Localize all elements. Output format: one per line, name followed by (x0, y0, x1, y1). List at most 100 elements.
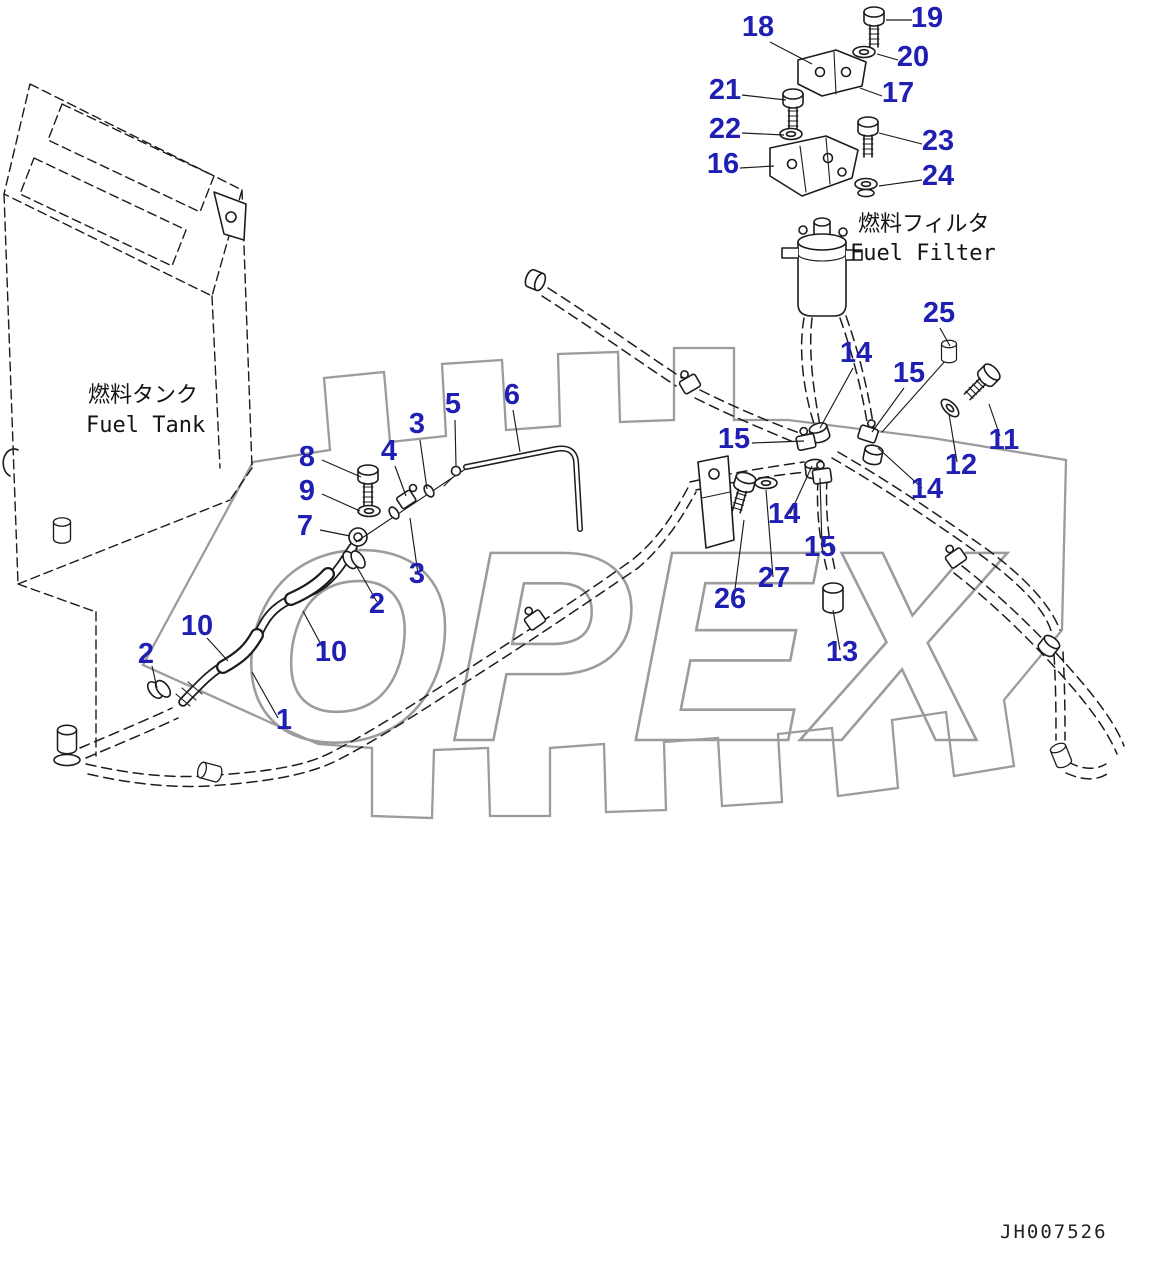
tank-hook (2, 448, 19, 477)
callout-14-b: 14 (911, 473, 943, 505)
hose-elbow-top (522, 267, 549, 293)
fitting-cluster (697, 339, 1004, 614)
callout-16: 16 (707, 148, 739, 180)
callout-4: 4 (381, 435, 397, 467)
hose-fitting-bottom-right (1048, 740, 1074, 771)
part-washer-12 (937, 395, 963, 421)
callout-5: 5 (445, 388, 461, 420)
callout-23: 23 (922, 125, 954, 157)
callout-15-b: 15 (718, 423, 750, 455)
hose-clamp-upper (674, 366, 703, 396)
callout-26: 26 (714, 583, 746, 615)
filter-upper-bracket-fold (833, 51, 837, 95)
hose-filter-drops (800, 315, 875, 431)
hose-run-right (831, 451, 1111, 780)
callout-18: 18 (742, 11, 774, 43)
callout-2-a: 2 (369, 588, 385, 620)
hose-fitting-bottom-left (195, 760, 225, 784)
fuel-tank-label-en: Fuel Tank (86, 413, 205, 438)
callout-15-c: 15 (804, 531, 836, 563)
filter-lower-bracket-hole-1 (786, 158, 798, 170)
tank-cap-fitting (52, 517, 72, 544)
callout-24: 24 (922, 160, 954, 192)
filter-top-ring-left (798, 225, 808, 235)
part-fitting-7 (348, 527, 368, 547)
part-clamp-15-a (856, 416, 882, 445)
part-washer-20 (852, 45, 876, 59)
part-callouts: 18 19 20 21 17 22 23 16 24 25 14 15 15 1… (138, 2, 1019, 736)
fuel-tank-outline (2, 83, 253, 767)
hose-10-b-inner (286, 569, 333, 604)
callout-10-a: 10 (181, 610, 213, 642)
callout-2-b: 2 (138, 638, 154, 670)
part-nut-24-ring (857, 188, 875, 198)
filter-canister-top (797, 233, 847, 251)
callout-22: 22 (709, 113, 741, 145)
fuel-pipe-assembly (144, 445, 583, 707)
callout-12: 12 (945, 449, 977, 481)
filter-top-port-cap (813, 217, 831, 227)
callout-20: 20 (897, 41, 929, 73)
fuel-tank-label-jp: 燃料タンク (88, 383, 198, 408)
tank-drain-fitting (56, 724, 78, 755)
filter-upper-bracket (797, 49, 867, 97)
filter-lower-bracket (769, 135, 859, 197)
tank-body-edges (3, 189, 253, 757)
watermark: OPEX (141, 346, 1068, 820)
mount-axis-line (881, 359, 947, 433)
callout-9: 9 (299, 475, 315, 507)
hose-10-a-inner (218, 630, 262, 672)
callout-27: 27 (758, 562, 790, 594)
callout-21: 21 (709, 74, 741, 106)
callout-11: 11 (989, 424, 1020, 456)
filter-lower-bracket-hole-3 (837, 167, 847, 177)
callout-3-a: 3 (409, 408, 425, 440)
part-clamp-4 (395, 489, 417, 510)
part-clamp-4-bolt (408, 483, 418, 493)
hose-bracket-26 (697, 455, 735, 549)
filter-top-ring-right (838, 227, 848, 237)
filter-nipple-right (845, 249, 863, 261)
callout-15-a: 15 (893, 357, 925, 389)
pipe-thread-ticks (175, 681, 203, 707)
callout-17: 17 (882, 77, 914, 109)
part-washer-22 (779, 127, 803, 141)
hose-bracket-26-hole (708, 468, 720, 480)
tank-drain-flange (53, 753, 81, 767)
part-bolt-11 (959, 360, 1004, 405)
callout-10-b: 10 (315, 636, 347, 668)
filter-nipple-left (781, 247, 799, 259)
part-plug-5 (450, 465, 462, 477)
callout-25: 25 (923, 297, 955, 329)
hose-upper-feed (541, 287, 803, 445)
pipe-6-inner (464, 447, 582, 531)
tank-access-panel-2 (19, 157, 187, 267)
drawing-number: JH007526 (1000, 1221, 1108, 1243)
leader-lines (151, 19, 1001, 719)
part-elbow-14-b (861, 442, 885, 467)
part-ring-3-a (388, 506, 400, 520)
filter-canister-body (797, 241, 847, 317)
part-washer-24 (854, 177, 878, 191)
callout-19: 19 (911, 2, 943, 34)
callout-13: 13 (826, 636, 858, 668)
callout-6: 6 (504, 379, 520, 411)
callout-8: 8 (299, 441, 315, 473)
fuel-filter-label-en: Fuel Filter (850, 241, 996, 266)
watermark-text: OPEX (238, 494, 1008, 798)
filter-lower-bracket-fold (799, 137, 831, 193)
filter-upper-bracket-hole-2 (840, 66, 852, 78)
tank-access-panel-1 (47, 103, 215, 213)
callout-14-a: 14 (840, 337, 872, 369)
hose-run-right-lower (953, 565, 1125, 755)
fuel-filter-assembly (769, 6, 885, 317)
gear-watermark-outline (141, 346, 1068, 820)
hose-cluster-to-cap (816, 478, 837, 575)
callout-14-c: 14 (768, 498, 800, 530)
text-labels: 燃料タンク Fuel Tank 燃料フィルタ Fuel Filter JH007… (86, 212, 1108, 1243)
part-plug-5-tick (443, 477, 453, 487)
part-bolt-19 (863, 6, 885, 48)
callout-1: 1 (276, 704, 292, 736)
hose-tank-to-pipe (79, 707, 179, 759)
